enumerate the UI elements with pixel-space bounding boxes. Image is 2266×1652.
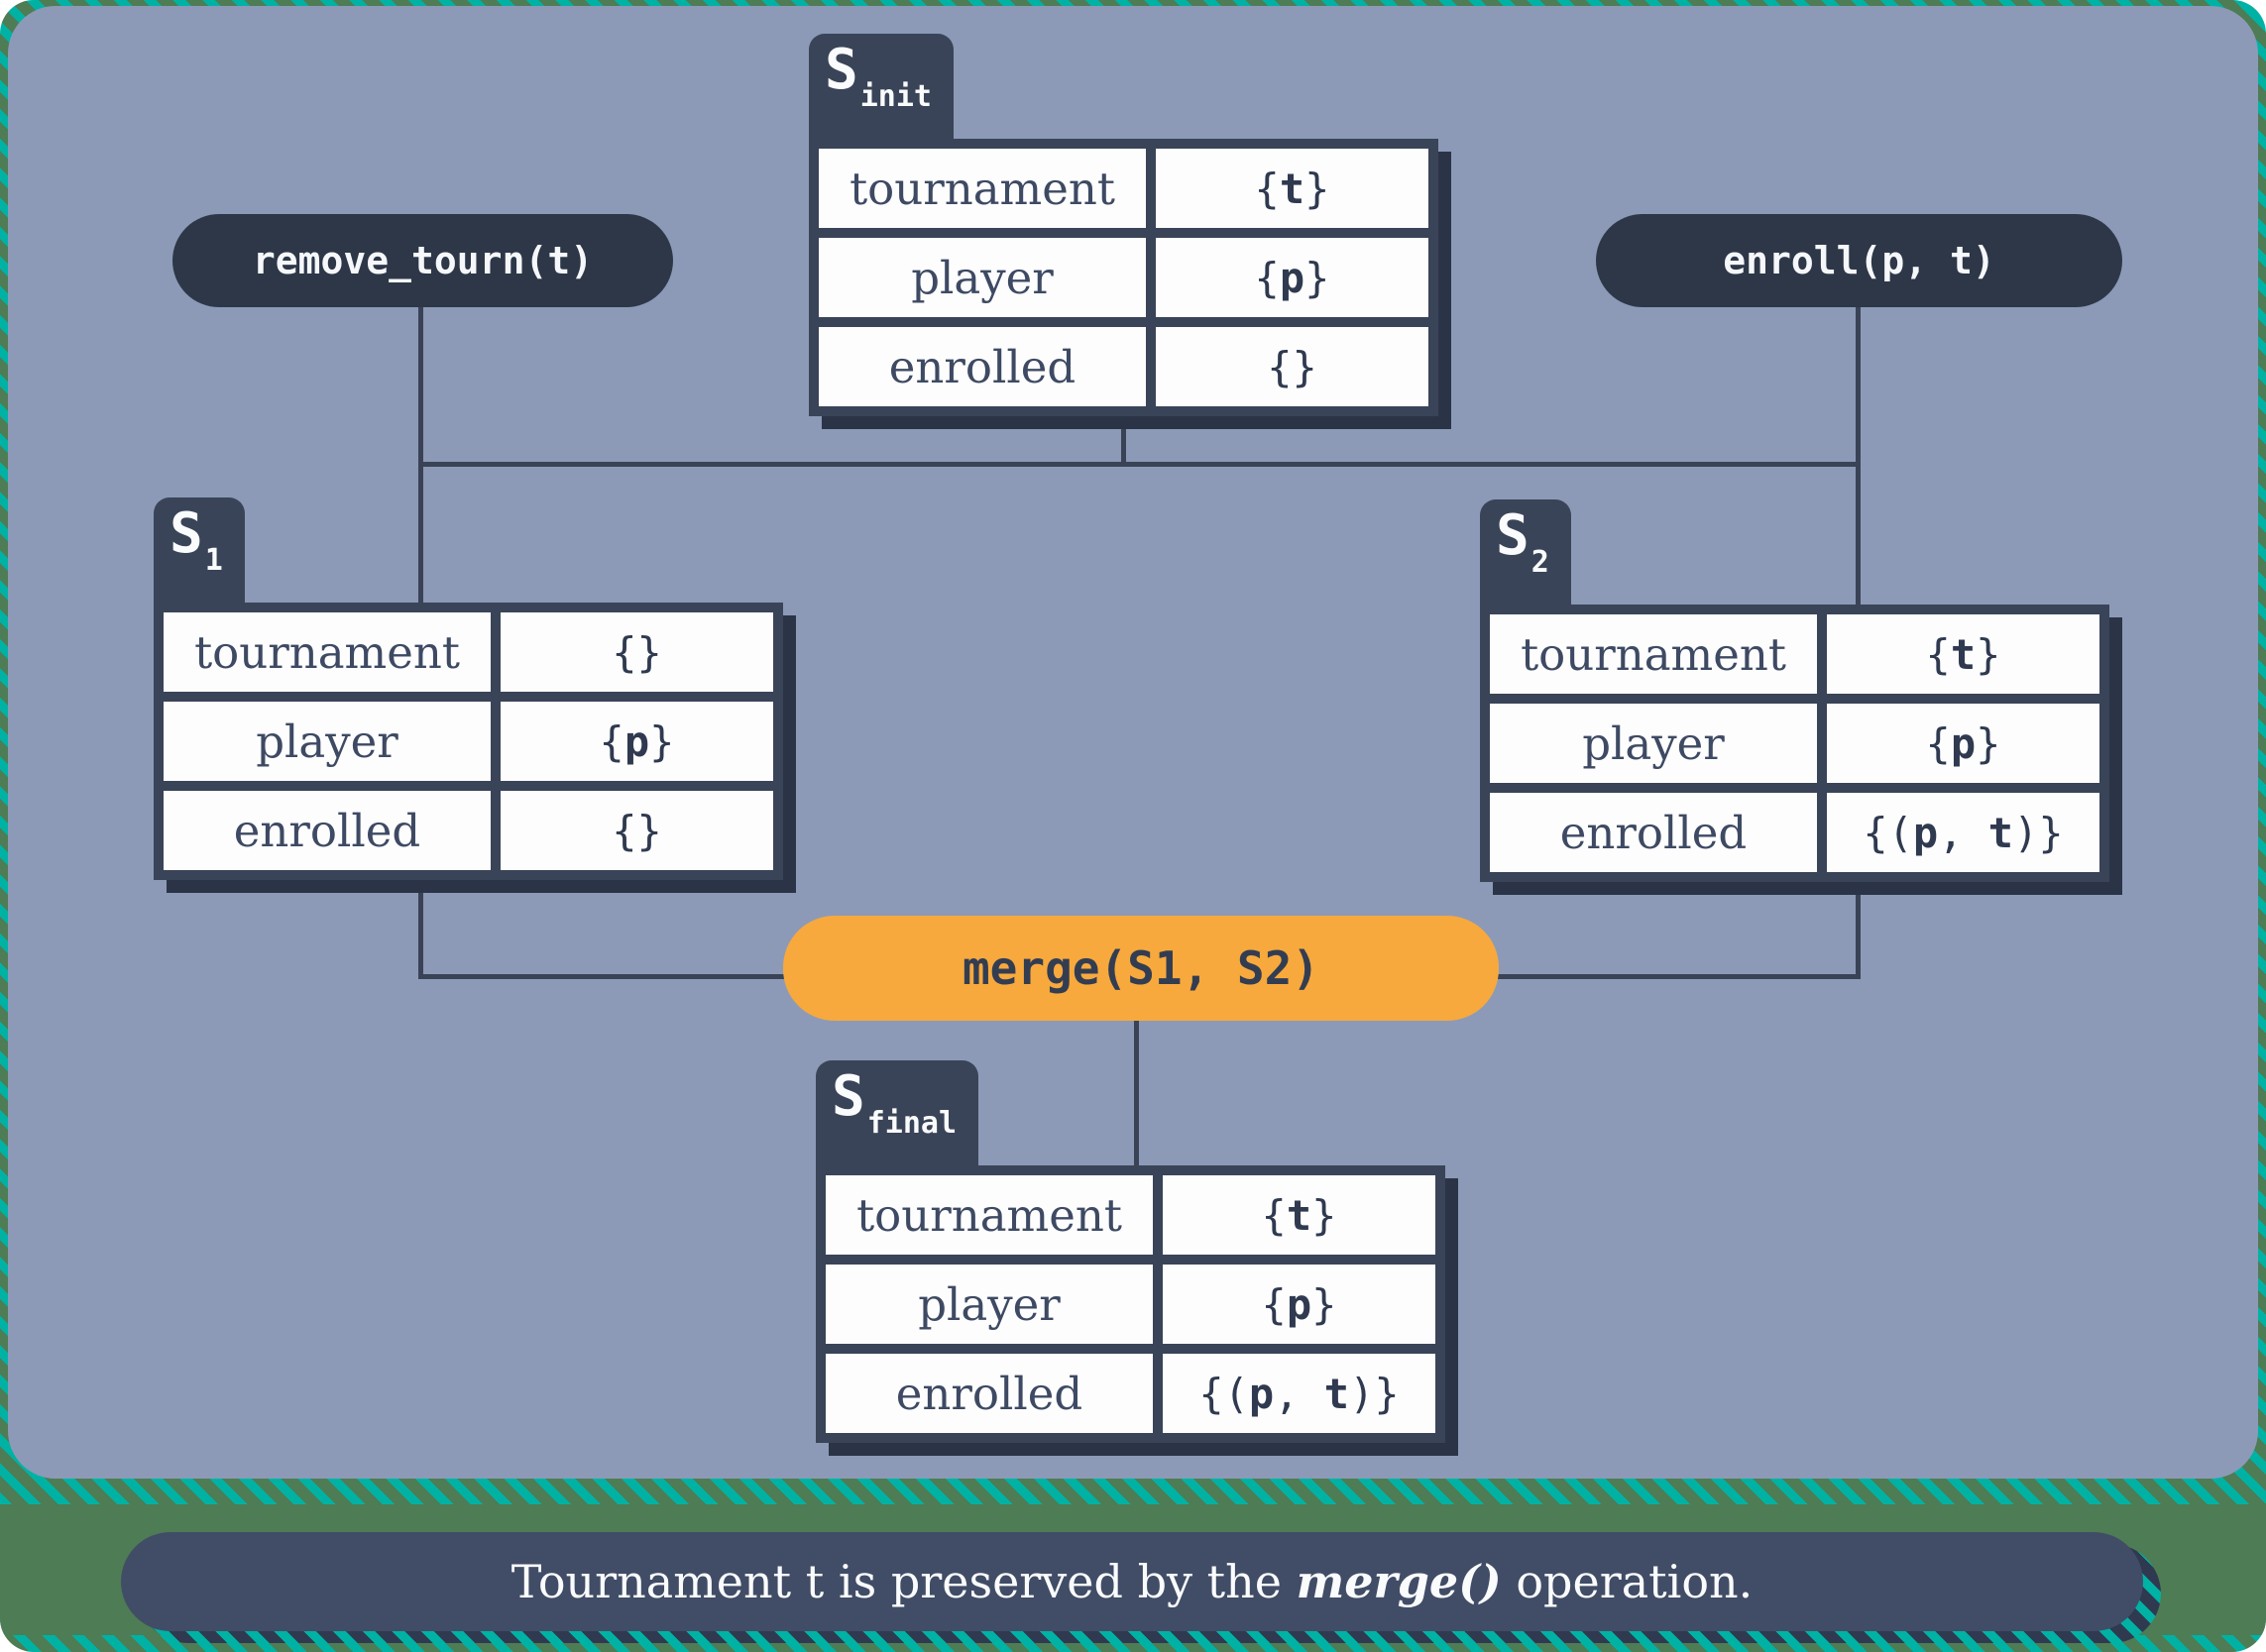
row-value: {p} <box>1827 704 2099 783</box>
table-body: tournament{t}player{p}enrolled{} <box>809 139 1438 416</box>
connector-s1-down <box>418 878 423 979</box>
state-table-s1: S1 tournament{}player{p}enrolled{} <box>154 497 783 880</box>
table-body: tournament{t}player{p}enrolled{(p, t)} <box>1480 605 2109 882</box>
row-value: {} <box>501 791 773 870</box>
row-label: enrolled <box>826 1354 1153 1433</box>
table-tab: S2 <box>1480 499 1571 605</box>
operation-pill-enroll: enroll(p, t) <box>1596 214 2122 307</box>
row-label: player <box>1490 704 1817 783</box>
caption-text: operation. <box>1501 1555 1754 1608</box>
table-subscript: final <box>866 1106 958 1141</box>
row-value: {t} <box>1156 149 1428 228</box>
row-value: {p} <box>1163 1265 1435 1344</box>
row-value: {(p, t)} <box>1163 1354 1435 1433</box>
caption-highlight: merge() <box>1296 1555 1502 1608</box>
caption-bar: Tournament t is preserved by the merge()… <box>121 1532 2143 1631</box>
row-label: player <box>819 238 1146 317</box>
operation-pill-merge: merge(S1, S2) <box>783 916 1499 1021</box>
row-label: tournament <box>1490 614 1817 694</box>
connector-merge-right <box>1482 974 1861 979</box>
row-label: tournament <box>164 612 491 692</box>
operation-label: remove_tourn(t) <box>252 239 594 282</box>
connector-bus-horizontal <box>418 462 1861 467</box>
row-label: enrolled <box>164 791 491 870</box>
row-label: tournament <box>819 149 1146 228</box>
connector-merge-left <box>418 974 800 979</box>
operation-pill-remove-tourn: remove_tourn(t) <box>172 214 673 307</box>
row-label: enrolled <box>819 327 1146 406</box>
row-label: player <box>826 1265 1153 1344</box>
table-tab: Sinit <box>809 34 954 139</box>
state-table-s-final: Sfinal tournament{t}player{p}enrolled{(p… <box>816 1060 1445 1443</box>
table-tab: S1 <box>154 497 245 603</box>
connector-sinit-down <box>1121 414 1126 467</box>
row-value: {p} <box>501 702 773 781</box>
row-label: tournament <box>826 1175 1153 1255</box>
table-tab: Sfinal <box>816 1060 979 1165</box>
row-label: enrolled <box>1490 793 1817 872</box>
row-value: {(p, t)} <box>1827 793 2099 872</box>
caption-text: Tournament t is preserved by the <box>510 1555 1297 1608</box>
state-table-s-init: Sinit tournament{t}player{p}enrolled{} <box>809 34 1438 416</box>
connector-merge-down <box>1134 1019 1139 1167</box>
state-table-s2: S2 tournament{t}player{p}enrolled{(p, t)… <box>1480 499 2109 882</box>
table-body: tournament{}player{p}enrolled{} <box>154 603 783 880</box>
row-label: player <box>164 702 491 781</box>
table-name: S <box>1496 503 1530 568</box>
row-value: {t} <box>1827 614 2099 694</box>
table-subscript: 2 <box>1530 545 1549 580</box>
table-name: S <box>825 38 858 102</box>
connector-remove-down <box>418 305 423 605</box>
table-name: S <box>832 1064 865 1129</box>
operation-label: merge(S1, S2) <box>962 941 1320 995</box>
table-name: S <box>170 501 203 566</box>
table-subscript: 1 <box>204 543 223 578</box>
connector-enroll-down <box>1856 305 1861 606</box>
table-subscript: init <box>859 79 932 114</box>
row-value: {} <box>1156 327 1428 406</box>
row-value: {p} <box>1156 238 1428 317</box>
table-body: tournament{t}player{p}enrolled{(p, t)} <box>816 1165 1445 1443</box>
operation-label: enroll(p, t) <box>1723 239 1995 282</box>
row-value: {t} <box>1163 1175 1435 1255</box>
row-value: {} <box>501 612 773 692</box>
connector-s2-down <box>1856 880 1861 979</box>
